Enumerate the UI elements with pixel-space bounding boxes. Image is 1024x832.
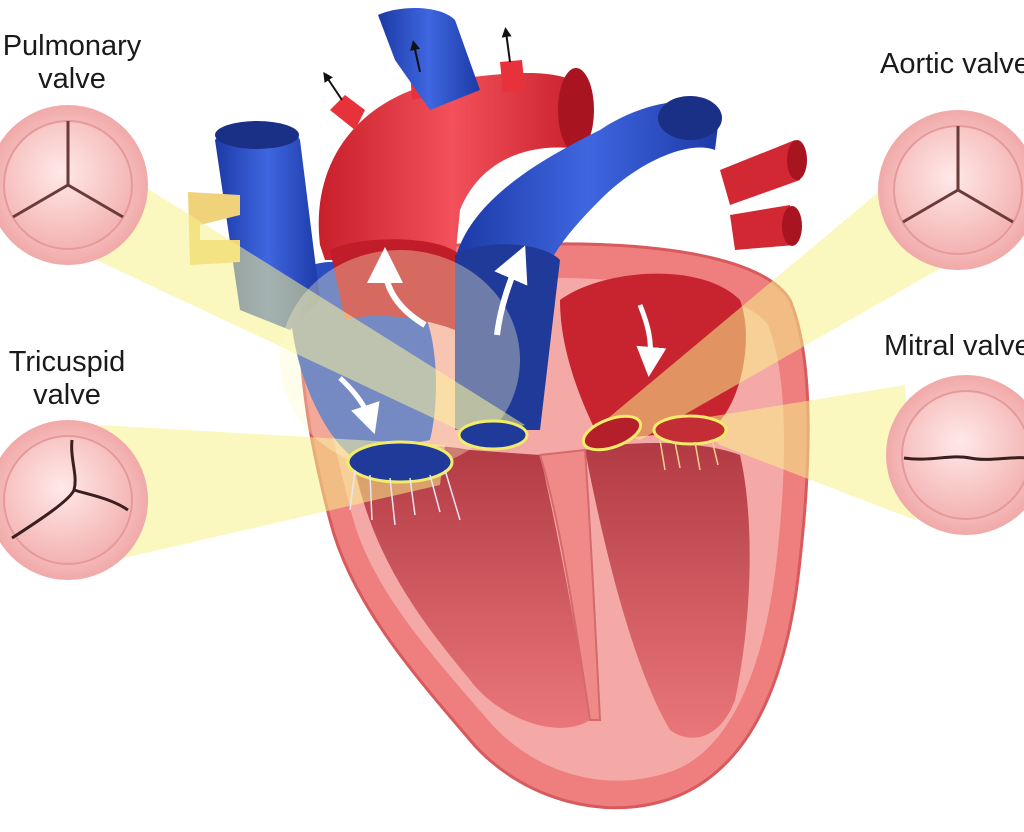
pulmonary-valve-closeup (0, 105, 148, 265)
aortic-valve-label-text: Aortic valve (880, 48, 1024, 80)
pulmonary-outflow (455, 244, 560, 430)
pulmonary-artery-top (378, 8, 480, 110)
pulmonary-valve-label: Pulmonary valve (0, 30, 162, 96)
tricuspid-valve-label-line2: valve (33, 379, 101, 411)
pulmonary-vein-lower-end (782, 206, 802, 246)
chordae-right (349, 469, 461, 526)
tricuspid-valve-label-line1: Tricuspid (8, 346, 126, 378)
highlight-glow (280, 250, 520, 470)
aortic-valve-label: Aortic valve (880, 48, 1024, 81)
septum (538, 448, 602, 721)
aortic-valve-closeup (878, 110, 1024, 270)
pulmonary-valve-beam (70, 120, 525, 440)
aorta-branch-3 (500, 60, 525, 92)
mitral-valve-label: Mitral valve (884, 330, 1024, 363)
pulmonary-vein-upper (720, 140, 800, 205)
pulmonary-valve-ring (457, 419, 529, 451)
flow-arrow-icon (323, 71, 343, 101)
mitral-valve-ring (652, 414, 728, 446)
chordae-left (659, 439, 719, 471)
vena-cava-opening (215, 121, 299, 149)
tricuspid-valve-ring (346, 440, 454, 484)
tricuspid-valve-label: Tricuspid valve (0, 346, 152, 412)
aorta-branch-1 (330, 95, 365, 130)
aorta-outflow (330, 239, 460, 330)
flow-arrow-icon (501, 27, 512, 63)
tricuspid-valve-closeup (0, 420, 148, 580)
right-ventricle (355, 446, 590, 728)
aorta-opening (558, 68, 594, 152)
flow-arrow-icon (338, 376, 380, 435)
mitral-valve-beam (690, 385, 915, 520)
pulmonary-artery-opening (658, 96, 722, 140)
mitral-valve-closeup (886, 375, 1024, 535)
pulmonary-valve-label-line2: valve (38, 63, 106, 95)
flow-arrow-icon (410, 40, 421, 73)
mitral-valve-label-text: Mitral valve (884, 330, 1024, 362)
aorta (318, 73, 585, 261)
flow-arrow-icon (494, 245, 528, 336)
left-ventricle (585, 443, 750, 738)
flow-arrow-icon (636, 304, 667, 377)
pulmonary-vein-upper-end (787, 140, 807, 180)
flow-arrow-icon (367, 247, 427, 328)
aortic-valve-ring (581, 414, 643, 452)
pulmonary-valve-label-line1: Pulmonary (2, 30, 142, 62)
aortic-valve-beam (600, 170, 955, 440)
pulmonary-vein-lower (730, 205, 795, 250)
